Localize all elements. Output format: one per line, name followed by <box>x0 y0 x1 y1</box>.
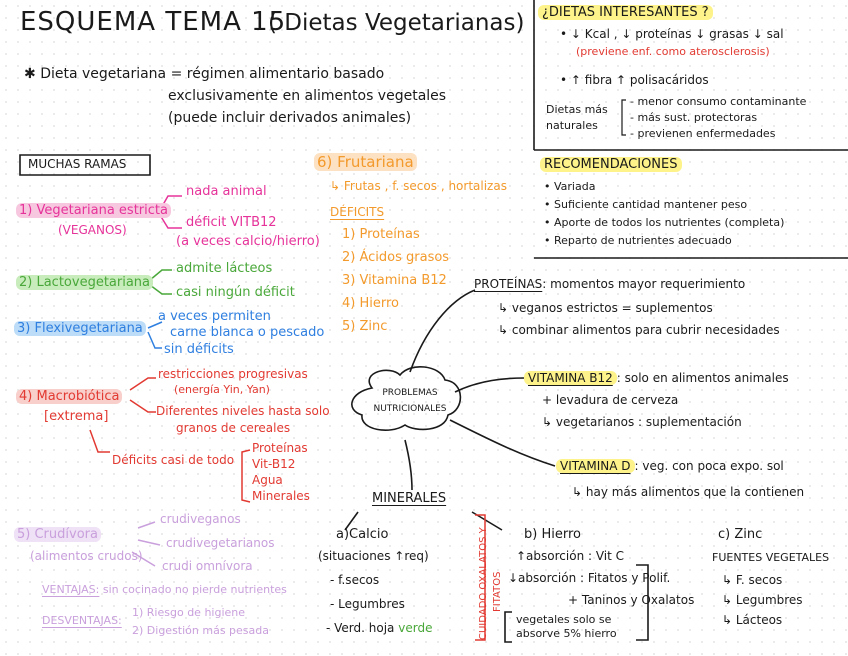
hierro-bracket-r <box>636 564 649 641</box>
definition-line-2: exclusivamente en alimentos vegetales <box>168 88 447 104</box>
fruta-item-2: 2) Ácidos grasos <box>342 250 450 265</box>
fruta-item-4: 4) Hierro <box>342 296 399 311</box>
interesantes-label-1: Dietas más <box>546 103 608 116</box>
crudi-desventaja-1: 1) Riesgo de higiene <box>132 606 246 619</box>
crudi-item-3: crudi omnívora <box>162 559 253 573</box>
flexi-note-2: carne blanca o pescado <box>170 325 325 340</box>
b12-sub-1: + levadura de cerveza <box>542 393 679 407</box>
line-calcio <box>344 511 359 531</box>
macro-deficits: Déficits casi de todo <box>112 453 235 467</box>
vitd-sub-1: ↳ hay más alimentos que la contienen <box>572 485 805 499</box>
hierro-line-2: ↓absorción : Fitatos y Polif. <box>508 571 671 585</box>
page-subtitle: ( Dietas Vegetarianas) <box>268 10 525 36</box>
interesantes-item-2: - más sust. protectoras <box>630 111 758 124</box>
problemas-line-1: PROBLEMAS <box>382 388 438 398</box>
calcio-item-2: - Legumbres <box>330 597 405 611</box>
fruta-item-1: 1) Proteínas <box>342 227 420 242</box>
zinc-item-3: ↳ Lácteos <box>722 613 783 627</box>
vegetariana-note-1: nada animal <box>186 184 267 199</box>
lacto-note-2: casi ningún déficit <box>176 285 295 300</box>
macro-note-2: (energía Yin, Yan) <box>174 383 270 396</box>
recom-item-4: • Reparto de nutrientes adecuado <box>544 234 732 247</box>
minerales-title: MINERALES <box>372 491 447 506</box>
b12-line: VITAMINA B12: solo en alimentos animales <box>524 371 789 386</box>
recom-item-1: • Variada <box>544 180 596 193</box>
macro-note-4: granos de cereales <box>176 421 291 435</box>
macro-label: 4) Macrobiótica <box>16 389 123 405</box>
proteinas-sub-1: ↳ veganos estrictos = suplementos <box>498 301 713 315</box>
zinc-line-1: FUENTES VEGETALES <box>712 551 830 564</box>
fruta-item-3: 3) Vitamina B12 <box>342 273 447 288</box>
vegetariana-note-3: (a veces calcio/hierro) <box>176 234 320 249</box>
hierro-line-5: absorve 5% hierro <box>516 627 617 640</box>
macro-item-1: Proteínas <box>252 441 308 455</box>
fruta-item-5: 5) Zinc <box>342 319 388 334</box>
flexi-note-1: a veces permiten <box>158 309 271 324</box>
calcio-item-3: - Verd. hoja verde <box>326 621 433 635</box>
interesantes-line-3: • ↑ fibra ↑ polisacáridos <box>560 73 709 87</box>
macro-sub: [extrema] <box>44 409 109 424</box>
calcio-cuidado-1: CUIDADO OXALATOS Y <box>478 527 489 640</box>
crudi-sub: (alimentos crudos) <box>30 549 143 563</box>
definition-line-3: (puede incluir derivados animales) <box>168 110 412 126</box>
vegetariana-note-2: déficit VITB12 <box>186 215 277 230</box>
hierro-bracket-l <box>504 611 512 643</box>
lacto-note-1: admite lácteos <box>176 261 273 276</box>
crudi-desventaja-2: 2) Digestión más pesada <box>132 624 269 637</box>
macro-item-3: Agua <box>252 473 283 487</box>
definition-line-1: ✱ Dieta vegetariana = régimen alimentari… <box>24 66 385 82</box>
fruta-deficits-title: DÉFICITS <box>330 205 385 219</box>
hierro-line-1: ↑absorción : Vit C <box>516 549 625 563</box>
interesantes-item-1: - menor consumo contaminante <box>630 95 807 108</box>
line-b12 <box>454 377 526 393</box>
problemas-line-2: NUTRICIONALES <box>373 404 447 414</box>
hierro-line-3: + Taninos y Oxalatos <box>568 593 695 607</box>
macro-item-2: Vit-B12 <box>252 457 296 471</box>
flexi-note-3: sin déficits <box>164 342 234 357</box>
recom-title: RECOMENDACIONES <box>540 157 682 173</box>
page-title: ESQUEMA TEMA 15 <box>20 7 287 37</box>
macro-item-4: Minerales <box>252 489 310 503</box>
zinc-label: c) Zinc <box>718 527 763 542</box>
crudi-item-1: crudiveganos <box>160 512 241 526</box>
interesantes-title: ¿DIETAS INTERESANTES ? <box>538 5 713 21</box>
line-minerales <box>404 439 413 491</box>
vegetariana-label: 1) Vegetariana estricta <box>16 203 171 219</box>
crudi-ventajas: VENTAJAS: sin cocinado no pierde nutrien… <box>42 583 287 596</box>
fruta-sub: ↳ Frutas , f. secos , hortalizas <box>330 179 507 193</box>
zinc-item-2: ↳ Legumbres <box>722 593 803 607</box>
interesantes-label-2: naturales <box>546 119 598 132</box>
proteinas-line: PROTEÍNAS: momentos mayor requerimiento <box>474 277 746 291</box>
calcio-sub: (situaciones ↑req) <box>318 549 429 563</box>
calcio-cuidado-2: FITATOS <box>492 571 503 612</box>
flexi-label: 3) Flexivegetariana <box>14 321 146 337</box>
calcio-label: a)Calcio <box>336 527 389 542</box>
problemas-cloud <box>351 366 462 431</box>
proteinas-sub-2: ↳ combinar alimentos para cubrir necesid… <box>498 323 780 337</box>
crudi-label: 5) Crudívora <box>14 527 101 543</box>
hierro-line-4: vegetales solo se <box>516 613 612 626</box>
interesantes-line-2: (previene enf. como aterosclerosis) <box>576 45 770 58</box>
zinc-item-1: ↳ F. secos <box>722 573 783 587</box>
lacto-label: 2) Lactovegetariana <box>16 275 154 291</box>
calcio-item-1: - f.secos <box>330 573 380 587</box>
crudi-item-2: crudivegetarianos <box>166 536 275 550</box>
interesantes-item-3: - previenen enfermedades <box>630 127 776 140</box>
crudi-desventajas-label: DESVENTAJAS: <box>42 614 122 627</box>
muchas-ramas: MUCHAS RAMAS <box>28 157 127 171</box>
vegetariana-sub: (VEGANOS) <box>58 223 127 237</box>
b12-sub-2: ↳ vegetarianos : suplementación <box>542 415 742 429</box>
interesantes-line-1: • ↓ Kcal , ↓ proteínas ↓ grasas ↓ sal <box>560 27 784 41</box>
macro-note-3: Diferentes niveles hasta solo <box>156 404 330 418</box>
vitd-line: VITAMINA D: veg. con poca expo. sol <box>556 459 784 474</box>
hierro-label: b) Hierro <box>524 527 581 542</box>
recom-item-2: • Suficiente cantidad mantener peso <box>544 198 748 211</box>
line-vitd <box>449 419 556 467</box>
recom-item-3: • Aporte de todos los nutrientes (comple… <box>544 216 785 229</box>
ramas-box <box>19 154 151 176</box>
macro-note-1: restricciones progresivas <box>158 367 308 381</box>
fruta-label: 6) Frutariana <box>314 153 417 171</box>
line-proteinas <box>409 289 476 373</box>
